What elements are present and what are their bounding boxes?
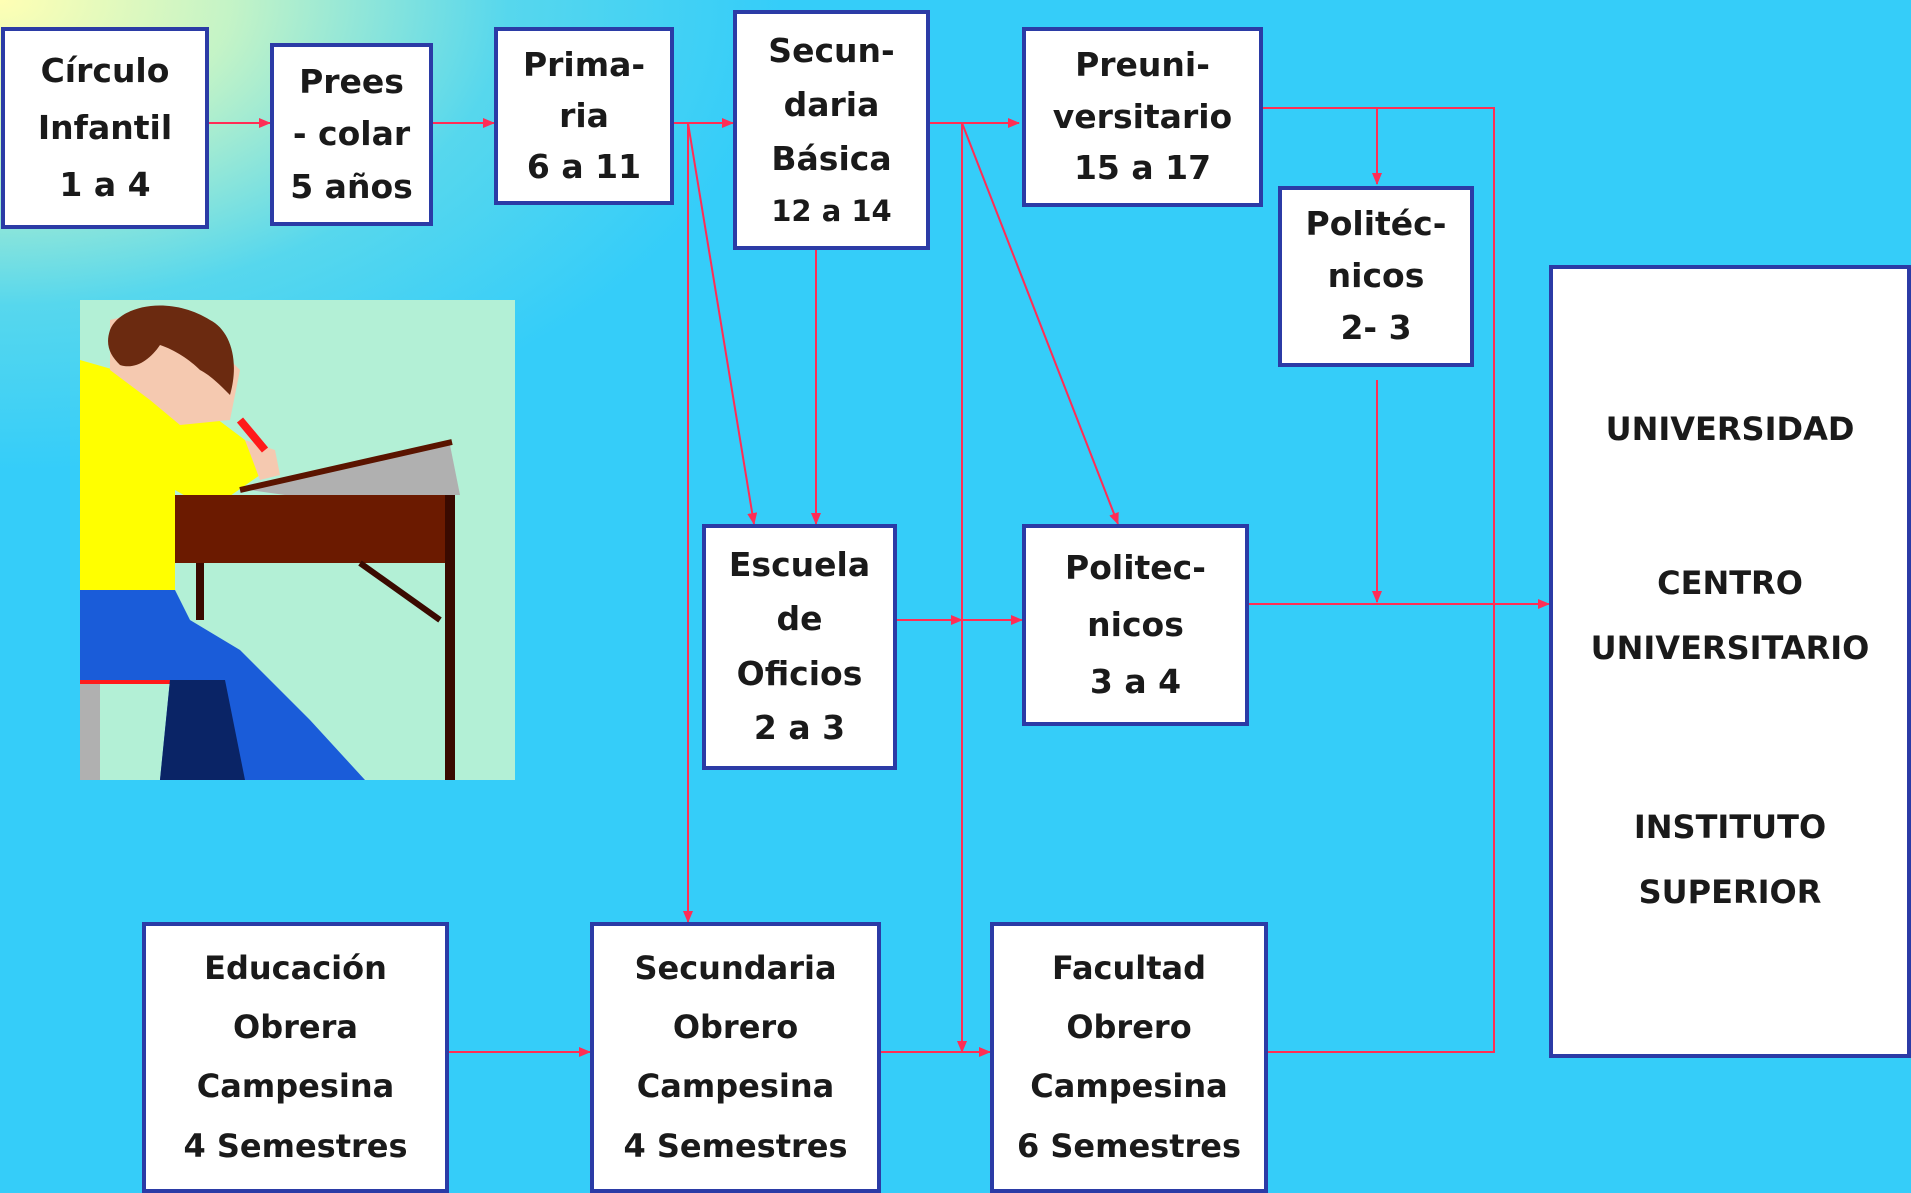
box-label: Politec- bbox=[1065, 547, 1206, 587]
box-label: Obrero bbox=[672, 1008, 799, 1047]
box-educacion-obrera: Educación Obrera Campesina 4 Semestres bbox=[142, 922, 449, 1193]
box-label: Campesina bbox=[636, 1067, 835, 1106]
box-label: Facultad bbox=[1051, 948, 1207, 987]
box-secundaria-obrero: Secundaria Obrero Campesina 4 Semestres bbox=[590, 922, 881, 1193]
box-label: Educación bbox=[204, 948, 387, 987]
box-politecnicos-top: Politéc- nicos 2- 3 bbox=[1278, 186, 1474, 367]
box-label: UNIVERSIDAD bbox=[1605, 410, 1855, 449]
box-label: Preuni- bbox=[1075, 45, 1210, 85]
box-label: 12 a 14 bbox=[771, 193, 892, 228]
box-label: 1 a 4 bbox=[59, 164, 151, 204]
box-politecnicos-mid: Politec- nicos 3 a 4 bbox=[1022, 524, 1249, 726]
box-label: 6 a 11 bbox=[526, 146, 642, 186]
box-primaria: Prima- ria 6 a 11 bbox=[494, 27, 674, 205]
box-label: nicos bbox=[1087, 604, 1184, 644]
line-preuni-right bbox=[1263, 107, 1495, 1053]
box-label: Politéc- bbox=[1305, 204, 1447, 244]
box-label: 2 a 3 bbox=[753, 708, 846, 748]
box-label: 3 a 4 bbox=[1089, 661, 1182, 701]
box-circulo-infantil: Círculo Infantil 1 a 4 bbox=[1, 27, 209, 229]
box-label: Infantil bbox=[37, 107, 173, 147]
box-escuela-oficios: Escuela de Oficios 2 a 3 bbox=[702, 524, 897, 770]
student-writing-illustration bbox=[80, 300, 515, 780]
box-preescolar: Prees - colar 5 años bbox=[270, 43, 433, 226]
box-facultad-obrero: Facultad Obrero Campesina 6 Semestres bbox=[990, 922, 1268, 1193]
box-preuniversitario: Preuni- versitario 15 a 17 bbox=[1022, 27, 1263, 207]
box-label: Prima- bbox=[522, 44, 646, 84]
box-label: versitario bbox=[1052, 96, 1233, 136]
box-label: SUPERIOR bbox=[1638, 873, 1822, 912]
box-label: nicos bbox=[1327, 256, 1425, 296]
box-label: UNIVERSITARIO bbox=[1590, 629, 1870, 668]
box-label: Obrero bbox=[1066, 1008, 1192, 1047]
box-label: CENTRO bbox=[1657, 563, 1803, 602]
box-label: Oficios bbox=[736, 653, 863, 693]
arrow-primaria-oficios bbox=[687, 122, 758, 525]
box-label: Campesina bbox=[1030, 1067, 1228, 1106]
box-label: ria bbox=[559, 95, 609, 135]
box-label: Campesina bbox=[196, 1067, 395, 1106]
box-label: Secun- bbox=[768, 30, 895, 70]
box-label: 5 años bbox=[290, 166, 413, 206]
box-label: Básica bbox=[771, 138, 892, 178]
box-label: 6 Semestres bbox=[1016, 1126, 1242, 1165]
box-label: 15 a 17 bbox=[1073, 148, 1212, 188]
box-label: Prees bbox=[299, 61, 404, 101]
box-label: Círculo bbox=[40, 50, 170, 90]
box-secundaria-basica: Secun- daria Básica 12 a 14 bbox=[733, 10, 930, 250]
box-higher-education: UNIVERSIDAD CENTRO UNIVERSITARIO INSTITU… bbox=[1549, 265, 1911, 1058]
box-label: Secundaria bbox=[634, 948, 837, 987]
box-label: INSTITUTO bbox=[1633, 807, 1827, 846]
box-label: Escuela bbox=[728, 544, 871, 584]
box-label: 4 Semestres bbox=[623, 1126, 848, 1165]
arrow-secbasica-politec bbox=[961, 122, 1119, 525]
box-label: 2- 3 bbox=[1340, 308, 1412, 348]
box-label: - colar bbox=[292, 114, 411, 154]
box-label: de bbox=[776, 599, 823, 639]
box-label: daria bbox=[783, 84, 880, 124]
box-label: Obrera bbox=[233, 1008, 358, 1047]
box-label: 4 Semestres bbox=[183, 1126, 408, 1165]
